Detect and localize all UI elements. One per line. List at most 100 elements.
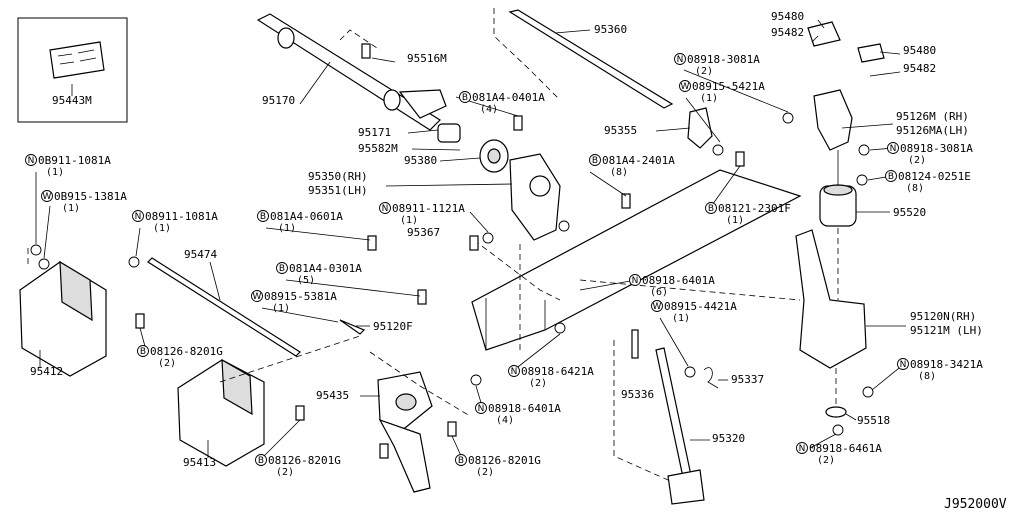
part-number: 95320 [712,432,745,445]
washer-95518-icon [825,406,847,418]
dash-95320 [613,340,669,481]
part-label-95518: 95518 [857,414,890,427]
dash-95435 [369,351,471,417]
part-label-95480a: 95480 [771,10,804,23]
part-label-95126M: 95126M (RH) [896,110,969,123]
prefix-letter: B [592,156,598,166]
prefix-circle [132,210,144,222]
prefix-circle [459,91,471,103]
part-number: 95518 [857,414,890,427]
leader-lines [35,69,905,459]
leader-95480a [817,19,825,29]
dash-main-2 [579,279,801,301]
prefix-letter: B [462,93,468,103]
prefix-circle [885,170,897,182]
part-number: 08918-6401A [642,274,715,287]
quantity: (8) [906,183,924,194]
leader-95482b [869,71,901,77]
prefix-letter: N [632,276,639,286]
leader-95474 [209,261,221,301]
part-label-95351: 95351(LH) [308,184,368,197]
quantity: (1) [62,203,80,214]
prefix-letter: B [140,347,146,357]
prefix-letter: W [653,302,662,312]
prefix-circle [475,402,487,414]
part-number: 08911-1081A [145,210,218,223]
prefix-circle [674,53,686,65]
part-number: 95482 [903,62,936,75]
pin-95120f-icon [339,319,366,335]
bracket-95350-icon [509,153,561,241]
quantity: (1) [272,303,290,314]
prefix-letter: N [900,360,907,370]
prefix-letter: B [258,456,264,466]
part-label-95121M: 95121M (LH) [910,324,983,337]
dash-main-1 [473,239,561,301]
part-number: 95120N(RH) [910,310,976,323]
part-number: 95350(RH) [308,170,368,183]
prefix-letter: B [260,212,266,222]
quantity: (1) [46,167,64,178]
part-number: 95336 [621,388,654,401]
bushing-95171-icon [437,123,461,143]
part-label-95482b: 95482 [903,62,936,75]
bolt-95516m-icon [361,43,371,59]
prefix-letter: W [681,82,690,92]
part-number: 08918-6461A [809,442,882,455]
prefix-circle [41,190,53,202]
part-number: 081A4-0401A [472,91,545,104]
part-label-95435: 95435 [316,389,349,402]
prefix-letter: W [253,292,262,302]
prefix-circle [887,142,899,154]
part-label-95582M: 95582M [358,142,398,155]
prefix-letter: N [28,156,35,166]
part-label-95443M: 95443M [52,94,92,107]
quantity: (2) [695,66,713,77]
bracket-95126m-icon [813,89,853,151]
quantity: (8) [918,371,936,382]
prefix-letter: N [135,212,142,222]
part-number: 95170 [262,94,295,107]
part-number: 08918-3081A [687,53,760,66]
part-number: 08126-8201G [268,454,341,467]
quantity: (8) [610,167,628,178]
prefix-circle [508,365,520,377]
part-number: 95480 [771,10,804,23]
mount-95520-icon [819,184,857,227]
diagram-code: J952000V [944,497,1007,512]
prefix-letter: B [279,264,285,274]
part-label-95413: 95413 [183,456,216,469]
prefix-letter: N [890,144,897,154]
quantity: (1) [400,215,418,226]
prefix-letter: N [511,367,518,377]
labels-layer: 95443M95516M9517095360954809548295480954… [25,10,983,478]
part-label-95520: 95520 [893,206,926,219]
part-label-95412: 95412 [30,365,63,378]
prefix-circle [796,442,808,454]
part-label-95516M: 95516M [407,52,447,65]
quantity: (6) [650,287,668,298]
rod-95474 [147,257,301,357]
part-number: 95412 [30,365,63,378]
leader-95126m [841,123,894,129]
prefix-circle [257,210,269,222]
part-number: 95482 [771,26,804,39]
prefix-circle [455,454,467,466]
leader-95350 [385,183,513,187]
part-number: 95474 [184,248,217,261]
part-number: 0B911-1081A [38,154,111,167]
prefix-circle [897,358,909,370]
quantity: (1) [726,215,744,226]
quantity: (1) [672,313,690,324]
quantity: (2) [276,467,294,478]
prefix-letter: N [478,404,485,414]
